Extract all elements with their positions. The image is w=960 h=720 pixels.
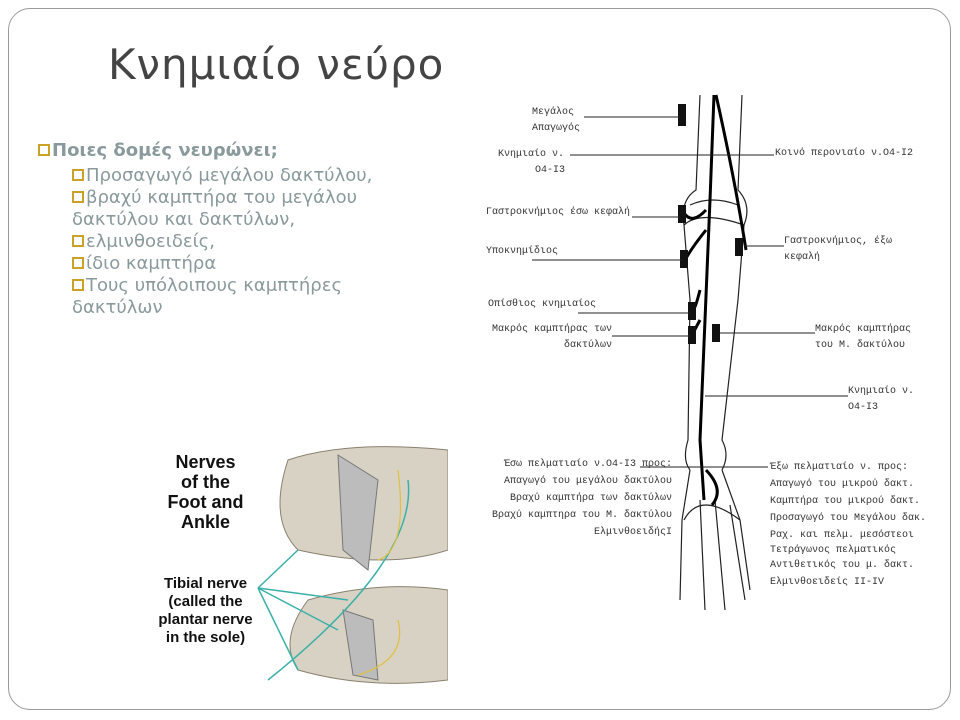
square-bullet-icon <box>38 144 50 156</box>
slide-title: Κνημιαίο νεύρο <box>108 40 445 89</box>
item-text: βραχύ καμπτήρα του μεγάλου δακτύλου και … <box>72 187 358 230</box>
bullet-item: βραχύ καμπτήρα του μεγάλου δακτύλου και … <box>72 187 438 231</box>
slide-frame <box>8 8 951 710</box>
question-text: Ποιες δομές νευρώνει; <box>52 140 278 161</box>
label-lateral-plantar: Έξω πελματιαίο ν. προς:Απαγωγό του μικρο… <box>770 462 927 588</box>
electrode-markers <box>678 104 743 344</box>
label-tibialis-posterior: Οπίσθιος κνημιαίος <box>488 299 597 310</box>
square-bullet-icon <box>72 235 84 247</box>
item-text: Τους υπόλοιπους καμπτήρες δακτύλων <box>72 275 343 318</box>
bullet-item: ίδιο καμπτήρα <box>72 253 438 275</box>
square-bullet-icon <box>72 257 84 269</box>
item-text: Προσαγωγό μεγάλου δακτύλου, <box>86 165 373 186</box>
bullet-item: Προσαγωγό μεγάλου δακτύλου, <box>72 165 438 187</box>
square-bullet-icon <box>72 279 84 291</box>
square-bullet-icon <box>72 169 84 181</box>
label-tibial-nerve-lower: Κνημιαίο ν.O4-I3 <box>848 386 915 413</box>
label-popliteus: Υποκνημίδιος <box>486 246 559 257</box>
label-medial-plantar: Έσω πελματιαίο ν.O4-I3 προς:Απαγωγό του … <box>491 459 672 538</box>
square-bullet-icon <box>72 191 84 203</box>
bullet-item: Τους υπόλοιπους καμπτήρες δακτύλων <box>72 275 438 319</box>
bullet-item: ελμινθοειδείς, <box>72 231 438 253</box>
label-gastrocnemius-medial: Γαστροκνήμιος έσω κεφαλή <box>486 207 631 218</box>
foot-bones-illustration <box>257 446 448 684</box>
label-common-peroneal: Κοινό περονιαίο ν.O4-I2 <box>775 148 914 159</box>
bullet-list: Ποιες δομές νευρώνει; Προσαγωγό μεγάλου … <box>38 140 438 319</box>
item-text: ίδιο καμπτήρα <box>86 253 217 274</box>
label-tibial-nerve: Κνημιαίο ν.O4-I3 <box>498 149 566 176</box>
bullet-question: Ποιες δομές νευρώνει; <box>38 140 438 161</box>
item-text: ελμινθοειδείς, <box>86 231 215 252</box>
